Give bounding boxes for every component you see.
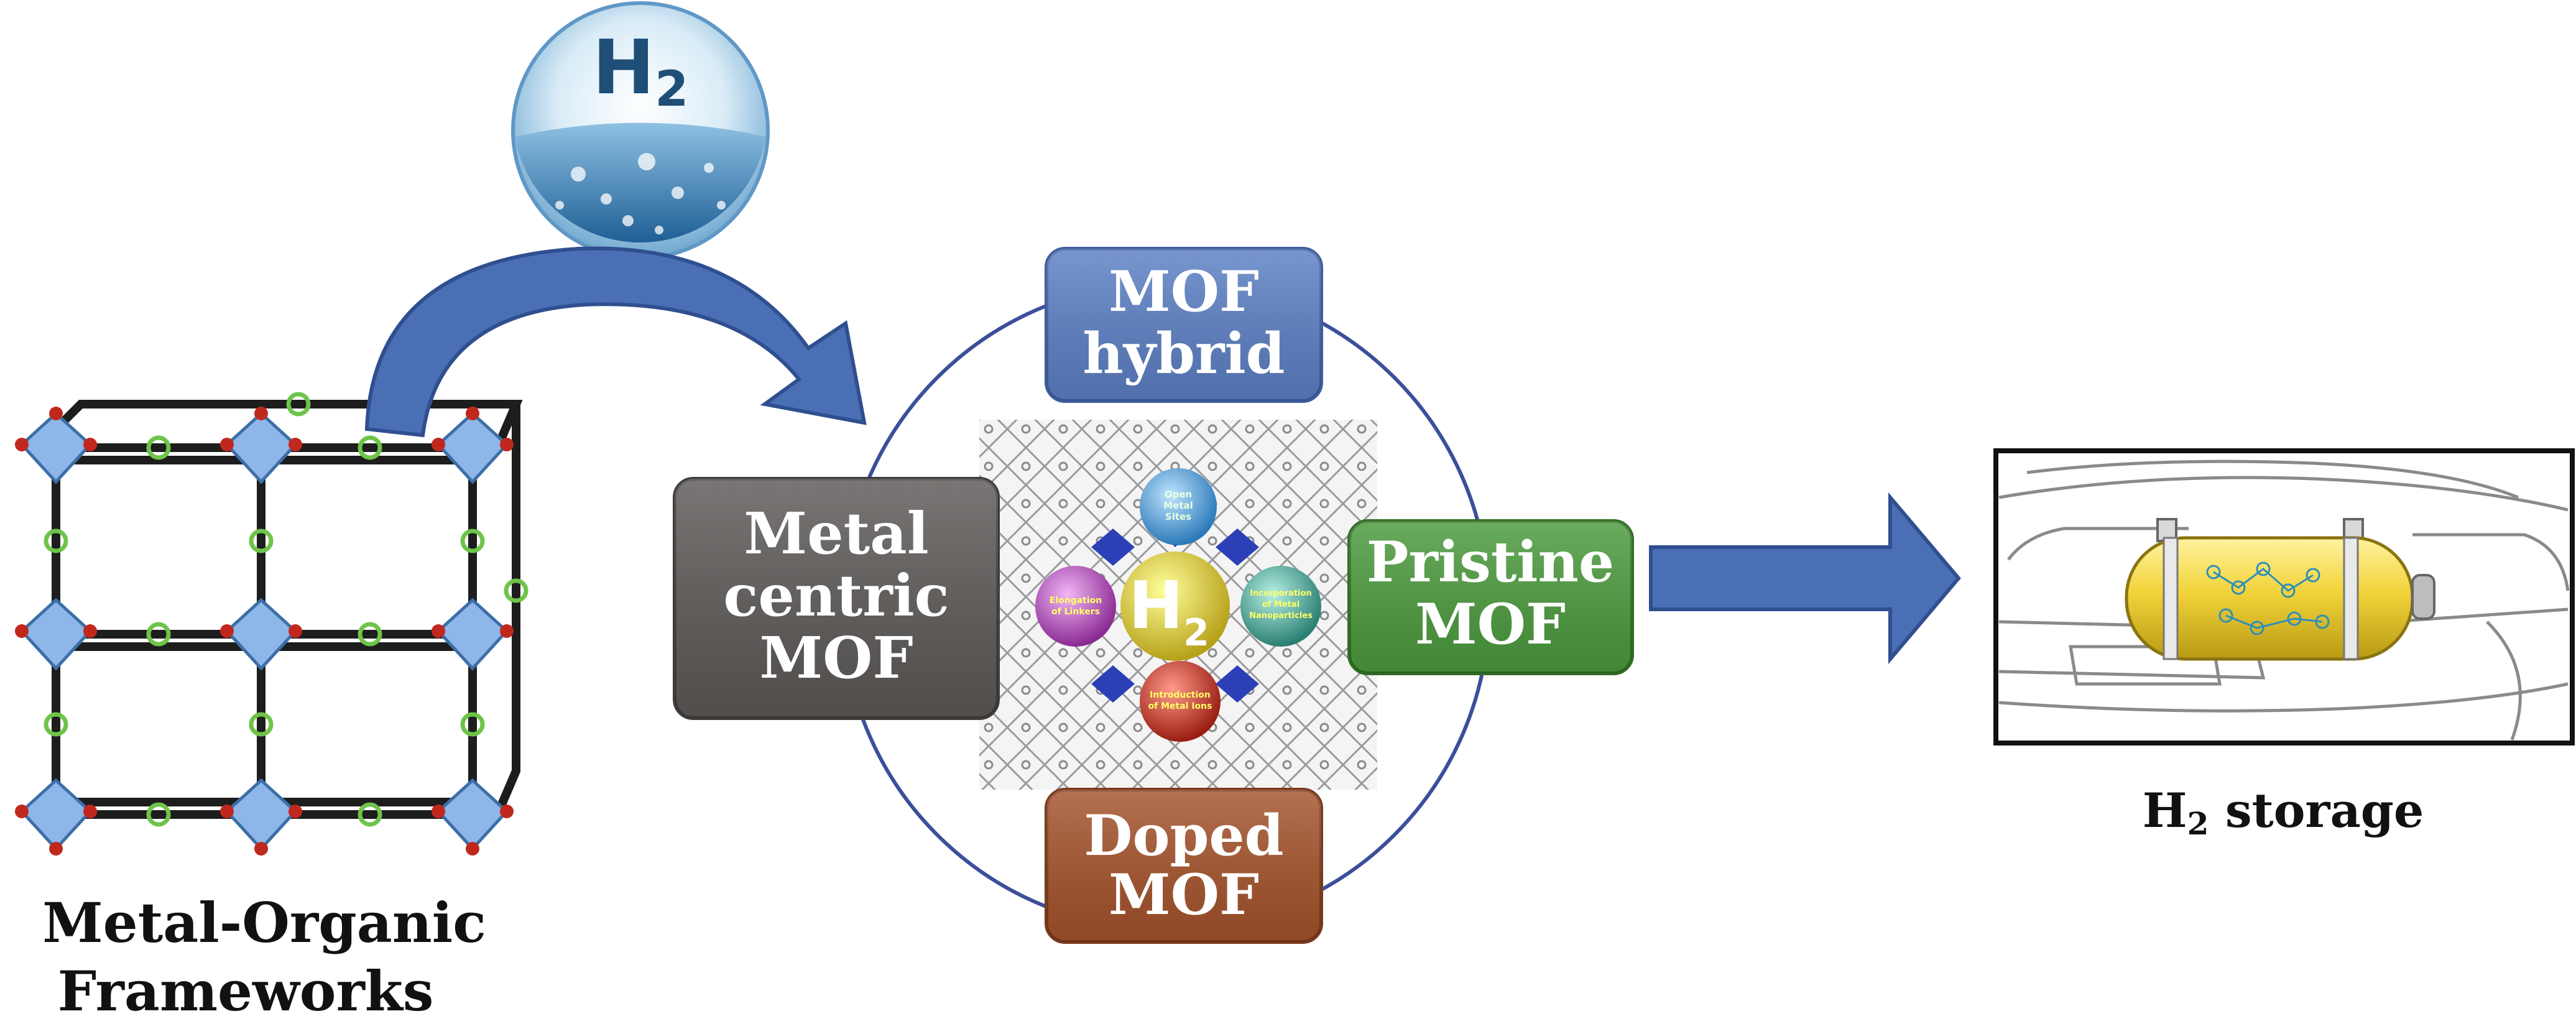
- svg-text:Sites: Sites: [1165, 511, 1191, 522]
- storage-caption: H2 storage: [2143, 783, 2424, 842]
- h2-gas-sphere: H2: [511, 1, 770, 260]
- svg-text:MOF: MOF: [1415, 591, 1566, 657]
- mof-oxygen-atoms: [15, 407, 514, 856]
- h2-sphere-label: H2: [593, 25, 689, 118]
- svg-text:MOF: MOF: [1109, 862, 1259, 928]
- svg-text:Pristine: Pristine: [1367, 529, 1614, 595]
- svg-text:H2: H2: [1129, 568, 1209, 655]
- svg-text:Elongation: Elongation: [1050, 596, 1102, 606]
- ball-open-metal-sites: Open Metal Sites: [1140, 468, 1217, 545]
- metal-centric-mof-box: Metal centric MOF: [673, 477, 1000, 720]
- hydrogen-tank: [2125, 518, 2435, 661]
- svg-text:Metal: Metal: [744, 500, 928, 567]
- mof-metal-nodes: [19, 411, 509, 851]
- pristine-mof-box: Pristine MOF: [1347, 519, 1634, 675]
- svg-text:of Metal: of Metal: [1262, 600, 1300, 609]
- ball-elongation-of-linkers: Elongation of Linkers: [1035, 566, 1116, 647]
- svg-text:MOF: MOF: [759, 624, 913, 691]
- svg-text:Incorporation: Incorporation: [1250, 589, 1311, 598]
- mof-framework-illustration: [15, 392, 529, 856]
- svg-text:Open: Open: [1165, 489, 1192, 500]
- svg-text:Introduction: Introduction: [1150, 690, 1211, 700]
- mof-caption-line2: Frameworks: [58, 959, 434, 1023]
- car-tank-illustration: [1993, 448, 2575, 745]
- center-hub: Open Metal Sites Elongation of Linkers I…: [673, 247, 1634, 944]
- mof-hybrid-box: MOF hybrid: [1045, 247, 1323, 403]
- ball-h2-core: H2: [1120, 552, 1230, 661]
- right-arrow: [1649, 492, 1961, 665]
- svg-text:Nanoparticles: Nanoparticles: [1249, 611, 1313, 621]
- mof-organic-linkers: [44, 392, 529, 827]
- svg-text:of Metal Ions: of Metal Ions: [1148, 701, 1212, 711]
- svg-text:hybrid: hybrid: [1083, 321, 1285, 387]
- mof-caption-line1: Metal-Organic: [42, 890, 486, 955]
- svg-text:Metal: Metal: [1163, 500, 1193, 511]
- svg-text:Doped: Doped: [1084, 803, 1283, 869]
- ball-introduction-metal-ions: Introduction of Metal Ions: [1140, 661, 1221, 742]
- svg-text:of Linkers: of Linkers: [1051, 607, 1100, 617]
- svg-text:centric: centric: [723, 562, 949, 629]
- curved-arrow: [364, 246, 867, 438]
- ball-incorporation-nanoparticles: Incorporation of Metal Nanoparticles: [1240, 566, 1321, 647]
- svg-text:MOF: MOF: [1109, 259, 1259, 325]
- doped-mof-box: Doped MOF: [1045, 788, 1323, 944]
